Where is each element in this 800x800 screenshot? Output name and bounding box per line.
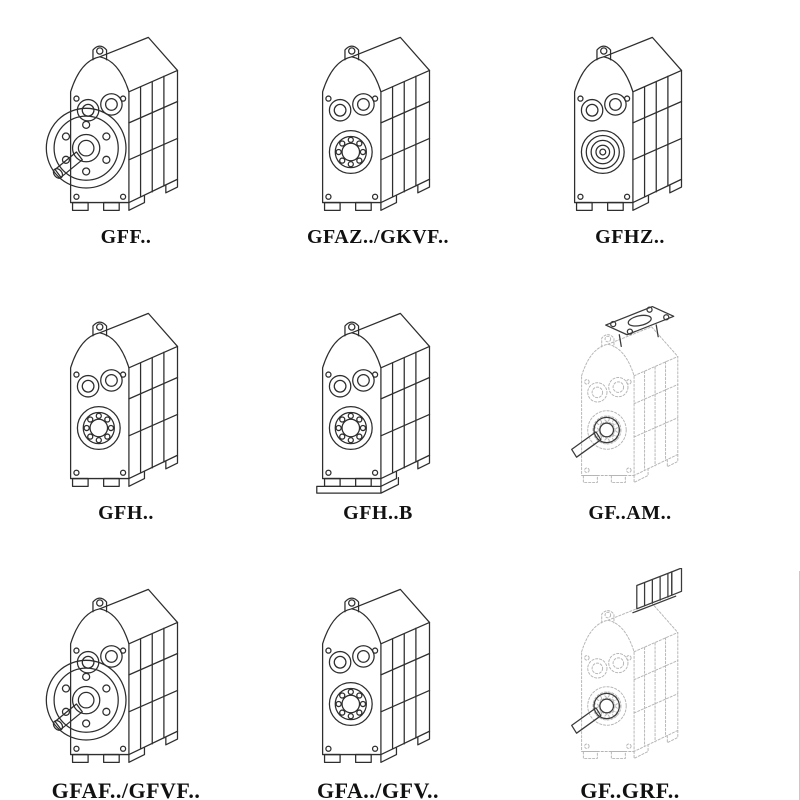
model-label: GFHZ.. — [595, 226, 665, 248]
gearbox-flange-shaft-drawing — [45, 36, 179, 211]
model-label: GF..AM.. — [588, 502, 672, 524]
gearbox-flange-shaft-drawing — [45, 588, 179, 763]
catalog-cell: GF..GRF.. — [544, 568, 716, 800]
catalog-cell: GFA../GFV.. — [292, 568, 464, 800]
gearbox-vertical-input-drawing — [796, 568, 800, 774]
gearbox-iec-adapter-drawing — [571, 305, 716, 498]
gearbox-flange-hollow-drawing — [796, 16, 800, 222]
gearbox-motor-mounted-drawing — [796, 292, 800, 498]
model-label: GFAZ../GKVF.. — [306, 226, 450, 248]
gearbox-top-adapter-box-drawing — [571, 568, 683, 774]
model-label: GFAF../GFVF.. — [51, 778, 201, 800]
model-label: GFF.. — [100, 226, 152, 248]
catalog-cell: GFAZ../GKVF.. — [292, 16, 464, 260]
gearbox-hollow-shaft-drawing — [69, 312, 179, 487]
catalog-cell: GFH.. — [40, 292, 212, 536]
model-label: GF..GRF.. — [580, 778, 680, 800]
catalog-cell: GFAF../GFVF.. — [40, 568, 212, 800]
catalog-cell: GFHF.. — [796, 16, 800, 260]
model-label: GFA../GFV.. — [316, 778, 440, 800]
catalog-cell: GF..Y.. — [796, 292, 800, 536]
gearbox-hollow-shaft-drawing — [321, 36, 431, 211]
catalog-cell: GF..AM.. — [544, 292, 716, 536]
catalog-cell: GFF.. — [40, 16, 212, 260]
gearbox-deep-bore-drawing — [573, 36, 683, 211]
gearbox-hollow-shaft-drawing — [321, 588, 431, 763]
model-label: GFH..B — [343, 502, 413, 524]
catalog-cell: GF..AD.. — [796, 568, 800, 800]
catalog-cell: GFHZ.. — [544, 16, 716, 260]
catalog-cell: GFH..B — [292, 292, 464, 536]
model-label: GFH.. — [98, 502, 154, 524]
gearbox-foot-plate-drawing — [316, 312, 431, 494]
